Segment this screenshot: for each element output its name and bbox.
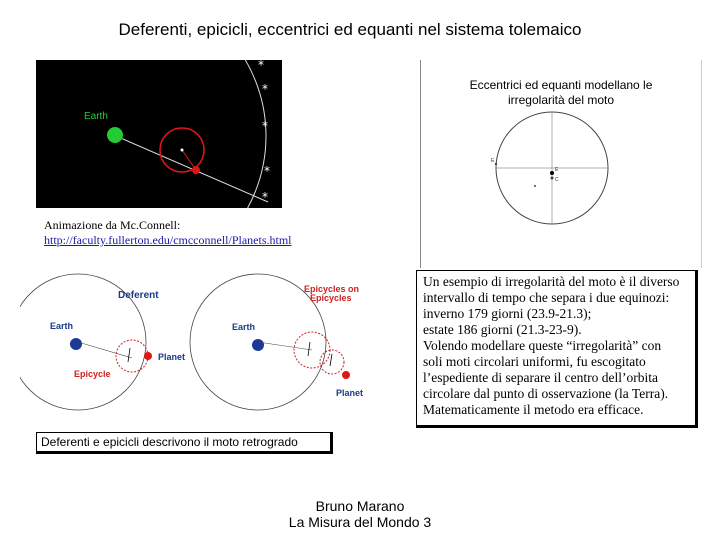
label-e2: E [491, 158, 495, 164]
earth-dot [107, 127, 123, 143]
secondary-epicycle-right [319, 349, 345, 375]
epicycle-label: Epicycle [74, 369, 111, 379]
equant-point [534, 185, 536, 187]
eccentric-title-line1: Eccentrici ed equanti modellano le [469, 78, 653, 92]
motion-arrow-right-2 [329, 353, 333, 367]
deferent-radius-right [257, 341, 313, 351]
animation-credit: Animazione da Mc.Connell: http://faculty… [44, 218, 292, 248]
planet-label-right: Planet [336, 388, 363, 398]
explanation-line: inverno 179 giorni (23.9-21.3); [423, 306, 592, 321]
epicycle-caption: Deferenti e epicicli descrivono il moto … [36, 432, 333, 454]
explanation-line: intervallo di tempo che separa i due equ… [423, 290, 670, 305]
earth-dot-left [70, 338, 82, 350]
eccentric-panel-title: Eccentrici ed equanti modellano le irreg… [421, 78, 701, 108]
earth-point [550, 171, 554, 175]
epicycle-figure: Earth Deferent Planet Epicycle Earth Epi… [9, 270, 400, 420]
earth-dot-right [252, 339, 264, 351]
eccentric-equant-panel: Eccentrici ed equanti modellano le irreg… [420, 60, 702, 268]
earth-label-left: Earth [50, 321, 73, 331]
planet-dot-left [144, 352, 152, 360]
planet-dot-right [342, 371, 350, 379]
star-icon: * [262, 119, 268, 133]
course-title: La Misura del Mondo 3 [288, 514, 432, 530]
motion-arrow-right [307, 341, 311, 357]
slide-title: Deferenti, epicicli, eccentrici ed equan… [118, 20, 582, 39]
explanation-line: circolare dal punto di osservazione (la … [423, 386, 669, 401]
star-icon: * [262, 190, 268, 204]
animation-graphic: Earth * * * * * [0, 0, 270, 287]
deferent-circle-right [189, 273, 327, 411]
epicycle-center [180, 148, 184, 152]
label-e: E [555, 167, 559, 173]
motion-arrow-left [127, 347, 131, 363]
planet-label-left: Planet [158, 352, 185, 362]
slide-footer: Bruno Marano La Misura del Mondo 3 [260, 498, 460, 530]
explanation-line: soli moti circolari uniformi, fu escogit… [423, 354, 646, 369]
orbit-point [494, 162, 498, 166]
explanation-line: Matematicamente il metodo era efficace. [423, 402, 644, 417]
epicycle-diagram: Earth Deferent Planet Epicycle Earth Epi… [9, 273, 363, 411]
epicycle-radius [181, 149, 197, 171]
author-name: Bruno Marano [315, 498, 405, 514]
center-point [550, 176, 554, 180]
credit-text: Animazione da Mc.Connell: [44, 218, 181, 232]
explanation-line: Un esempio di irregolarità del moto è il… [423, 274, 680, 289]
explanation-box: Un esempio di irregolarità del moto è il… [416, 270, 698, 428]
ptolemaic-animation: Earth * * * * * [0, 0, 282, 287]
eccentric-diagram: E C E [491, 111, 609, 225]
epicycles-on-label-line1: Epicycles on [304, 284, 359, 294]
deferent-label: Deferent [118, 290, 159, 301]
earth-label-right: Earth [232, 322, 255, 332]
star-icon: * [262, 82, 268, 96]
explanation-line: Volendo modellare queste “irregolarità” … [423, 338, 662, 353]
explanation-line: estate 186 giorni (21.3-23-9). [423, 322, 582, 337]
epicycle-circle [159, 127, 205, 173]
deferent-radius-left [77, 341, 133, 359]
star-icon: * [264, 164, 270, 178]
eccentric-title-line2: irregolarità del moto [507, 93, 615, 107]
star-icon: * [258, 60, 264, 72]
epicycle-circle-left [115, 339, 149, 373]
epicycles-on-label-line2: Epicycles [310, 293, 352, 303]
credit-link[interactable]: http://faculty.fullerton.edu/cmcconnell/… [44, 233, 292, 247]
label-c: C [555, 177, 559, 183]
explanation-line: l’espediente di separare il centro dell’… [423, 370, 659, 385]
earth-label: Earth [84, 111, 108, 122]
planet-dot [192, 166, 200, 174]
